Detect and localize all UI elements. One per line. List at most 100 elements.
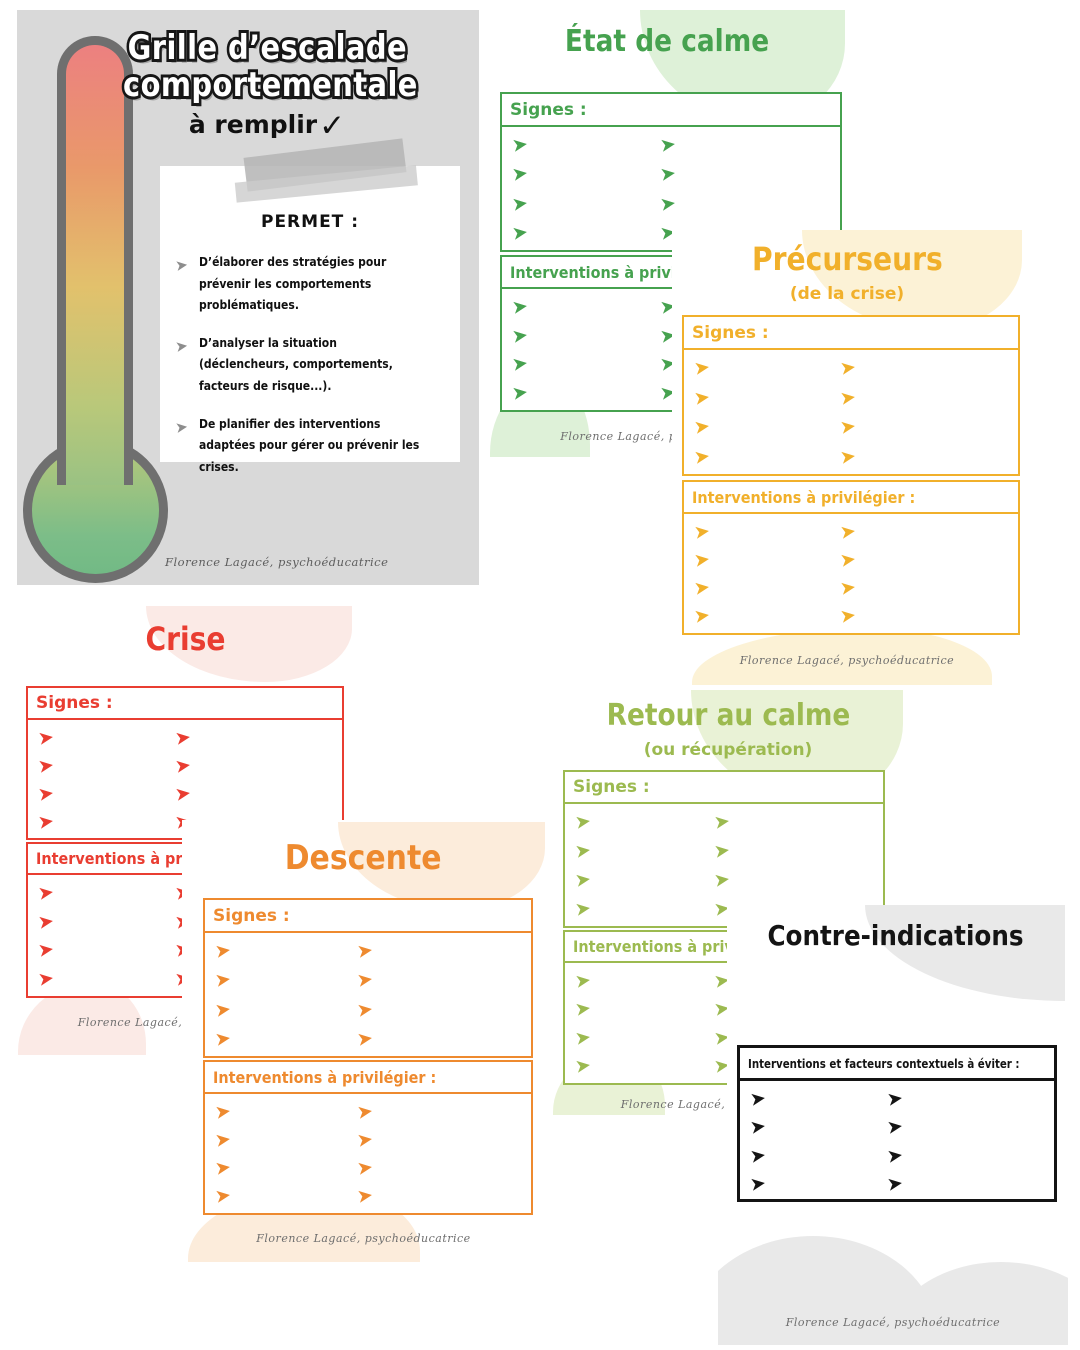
arrow-bullet-icon: ➤	[838, 415, 858, 440]
signes-box: Signes :➤➤➤➤➤➤➤➤	[500, 92, 842, 252]
arrow-bullet-icon: ➤	[712, 839, 731, 864]
arrow-bullet-icon: ➤	[36, 967, 56, 992]
fill-in-note: à remplir✓	[97, 108, 437, 144]
signes-box-label: Signes :	[36, 693, 113, 713]
card-title-calme: État de calme	[490, 24, 845, 59]
arrow-bullet-icon: ➤	[838, 356, 858, 381]
arrow-bullet-icon: ➤	[692, 547, 712, 572]
interventions-box-header: Interventions à privilégier :	[684, 482, 1018, 514]
signes-box-label: Signes :	[510, 99, 587, 120]
interventions-box: Interventions à privilégier :➤➤➤➤➤➤➤➤	[203, 1060, 533, 1215]
arrow-bullet-icon: ➤	[213, 1026, 233, 1051]
arrow-bullet-icon: ➤	[36, 753, 56, 778]
eviter-box-label: Interventions et facteurs contextuels à …	[748, 1055, 1020, 1071]
permet-bullet-text: De planifier des interventions adaptées …	[198, 416, 419, 474]
signes-box-fill-area: ➤➤➤➤➤➤➤➤	[684, 350, 1018, 478]
arrow-bullet-icon: ➤	[510, 381, 530, 406]
arrow-bullet-icon: ➤	[658, 162, 677, 187]
arrow-bullet-icon: ➤	[712, 810, 731, 835]
arrow-bullet-icon: ➤	[36, 781, 56, 806]
card-title-crise: Crise	[18, 620, 352, 658]
poster-title: Grille d’escalade comportementale	[97, 27, 437, 107]
arrow-bullet-icon: ➤	[658, 191, 677, 216]
arrow-bullet-icon: ➤	[748, 1086, 768, 1111]
arrow-bullet-icon: ➤	[213, 939, 233, 964]
arrow-bullet-icon: ➤	[885, 1143, 905, 1168]
arrow-bullet-icon: ➤	[174, 255, 190, 275]
arrow-bullet-icon: ➤	[355, 997, 375, 1022]
permet-heading: PERMET :	[260, 212, 359, 232]
arrow-bullet-icon: ➤	[355, 1026, 375, 1051]
arrow-bullet-icon: ➤	[748, 1172, 768, 1197]
arrow-bullet-icon: ➤	[213, 997, 233, 1022]
arrow-bullet-icon: ➤	[173, 781, 193, 806]
author-signature: Florence Lagacé, psychoéducatrice	[165, 555, 389, 569]
card-title-text: Précurseurs	[751, 240, 943, 278]
interventions-box-label: Interventions à privilégier :	[213, 1067, 437, 1087]
card-title-text: Retour au calme	[606, 698, 850, 733]
arrow-bullet-icon: ➤	[573, 897, 593, 922]
eviter-box: Interventions et facteurs contextuels à …	[737, 1045, 1057, 1202]
permet-bullet-list: ➤ D’élaborer des stratégies pour prévenir…	[174, 252, 448, 479]
arrow-bullet-icon: ➤	[510, 323, 530, 348]
eviter-box-fill-area: ➤➤➤➤➤➤➤➤	[740, 1081, 1054, 1205]
permet-bullet-item: ➤De planifier des interventions adaptées…	[174, 414, 448, 479]
arrow-bullet-icon: ➤	[838, 547, 858, 572]
arrow-bullet-icon: ➤	[355, 1184, 375, 1209]
arrow-bullet-icon: ➤	[36, 909, 56, 934]
arrow-bullet-icon: ➤	[573, 810, 593, 835]
arrow-bullet-icon: ➤	[692, 444, 712, 469]
arrow-bullet-icon: ➤	[213, 1127, 233, 1152]
card-title-retour: Retour au calme	[553, 698, 903, 733]
arrow-bullet-icon: ➤	[355, 1099, 375, 1124]
arrow-bullet-icon: ➤	[885, 1086, 905, 1111]
arrow-bullet-icon: ➤	[838, 444, 858, 469]
card-title-text: Descente	[285, 838, 442, 878]
arrow-bullet-icon: ➤	[174, 336, 190, 356]
arrow-bullet-icon: ➤	[355, 968, 375, 993]
arrow-bullet-icon: ➤	[885, 1115, 905, 1140]
arrow-bullet-icon: ➤	[692, 356, 712, 381]
poster-title-line1: Grille d’escalade	[125, 27, 409, 70]
signes-box-header: Signes :	[205, 900, 531, 933]
signes-box-fill-area: ➤ ➤ ➤ ➤ ➤ ➤ ➤ ➤	[205, 933, 531, 1060]
interventions-box-fill-area: ➤➤➤➤➤➤➤➤	[205, 1094, 531, 1217]
arrow-bullet-icon: ➤	[510, 294, 530, 319]
thermometer-tube	[57, 36, 133, 485]
footer-wave-base	[718, 1303, 1068, 1345]
signes-box-header: Signes :	[502, 94, 840, 127]
arrow-bullet-icon: ➤	[573, 839, 593, 864]
card-title-text: Crise	[144, 620, 226, 658]
card-title-contra: Contre-indications	[727, 919, 1065, 952]
stage-card-precurseurs: Précurseurs (de la crise) Signes : ➤ ➤ ➤ ➤ ➤ ➤ ➤ ➤…	[672, 230, 1022, 685]
arrow-bullet-icon: ➤	[692, 385, 712, 410]
interventions-box-label: Interventions à privilégier :	[692, 487, 916, 507]
arrow-bullet-icon: ➤	[692, 604, 712, 629]
arrow-bullet-icon: ➤	[573, 997, 593, 1022]
signes-box-label: Signes :	[213, 905, 290, 926]
check-icon: ✓	[319, 108, 346, 144]
permet-bullet-item: ➤ D’élaborer des stratégies pour prévenir…	[174, 252, 448, 317]
arrow-bullet-icon: ➤	[213, 1184, 233, 1209]
interventions-box-header: Interventions à privilégier :	[205, 1062, 531, 1094]
signes-box-header: Signes :	[684, 317, 1018, 350]
arrow-bullet-icon: ➤	[838, 385, 858, 410]
arrow-bullet-icon: ➤	[510, 352, 530, 377]
arrow-bullet-icon: ➤	[573, 868, 593, 893]
arrow-bullet-icon: ➤	[355, 939, 375, 964]
card-subtitle-retour: (ou récupération)	[643, 740, 813, 760]
interventions-box-fill-area: ➤➤➤➤➤➤➤➤	[684, 514, 1018, 637]
arrow-bullet-icon: ➤	[36, 938, 56, 963]
arrow-bullet-icon: ➤	[213, 1099, 233, 1124]
arrow-bullet-icon: ➤	[712, 868, 731, 893]
card-subtitle-precurseurs: (de la crise)	[789, 284, 905, 304]
arrow-bullet-icon: ➤	[573, 1054, 593, 1079]
arrow-bullet-icon: ➤	[213, 968, 233, 993]
card-title-text: Contre-indications	[767, 919, 1025, 952]
arrow-bullet-icon: ➤	[838, 604, 858, 629]
permet-bullet-text: D’élaborer des stratégies pour prévenir …	[198, 255, 386, 313]
arrow-bullet-icon: ➤	[510, 133, 530, 158]
